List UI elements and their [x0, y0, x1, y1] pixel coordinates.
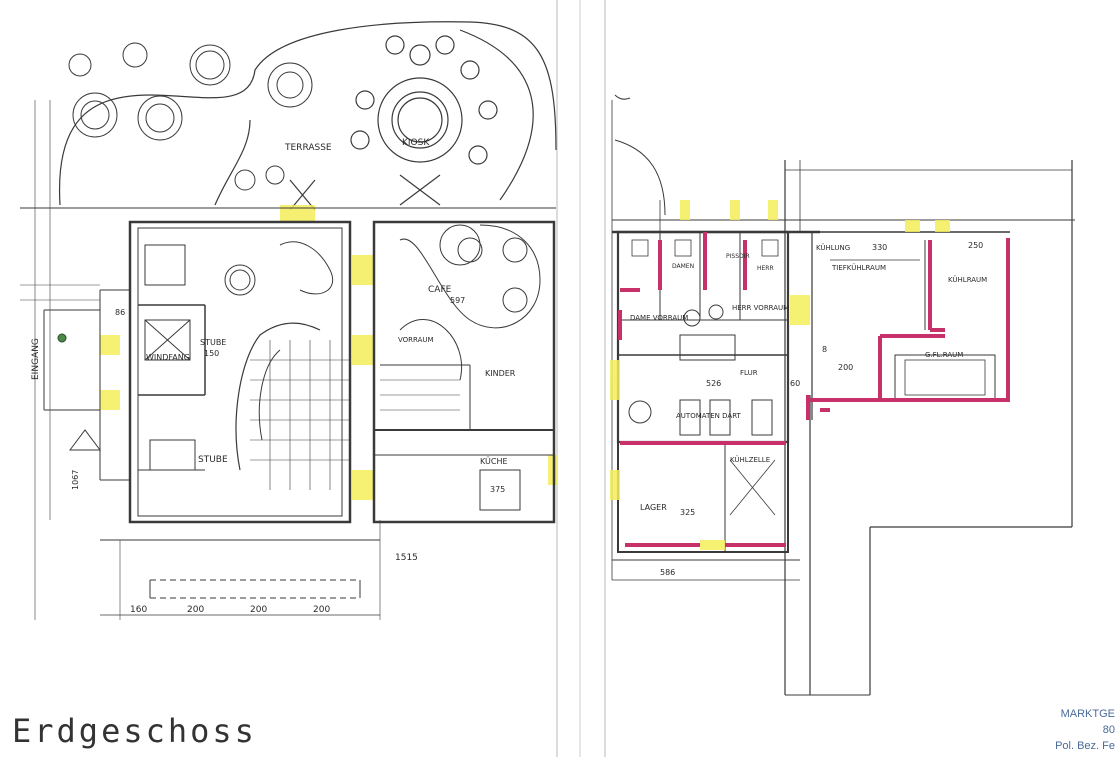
entrance-marker-icon [57, 333, 67, 343]
room-label-tiefkuehlraum: TIEFKÜHLRAUM [831, 263, 886, 272]
room-label-kuehlzelle: KÜHLZELLE [730, 455, 770, 464]
dim-325: 325 [680, 508, 695, 517]
stamp-line-3: Pol. Bez. Fe [1055, 740, 1115, 752]
yellow-highlights-left [100, 205, 558, 500]
dim-375: 375 [490, 485, 505, 494]
room-label-pissoir: PISSOIR [726, 253, 750, 260]
dim-150: 150 [204, 349, 219, 358]
room-label-lager: LAGER [640, 503, 667, 512]
room-label-kinder: KINDER [485, 369, 516, 378]
dim-86: 86 [115, 308, 125, 317]
red-walls [618, 232, 1010, 547]
dim-200c: 200 [313, 605, 330, 615]
room-label-gflraum: G.FL.RAUM [925, 351, 963, 359]
dim-330: 330 [872, 243, 887, 252]
room-label-dame-vorraum: DAME VORRAUM [630, 314, 688, 322]
room-label-damen: DAMEN [672, 263, 694, 270]
dim-8: 8 [822, 345, 827, 354]
room-label-kuehlraum: KÜHLRAUM [948, 275, 987, 284]
room-label-terrasse: TERRASSE [284, 143, 332, 153]
room-label-flur: FLUR [740, 369, 758, 377]
room-label-herr: HERR [757, 265, 774, 272]
dim-586: 586 [660, 568, 675, 577]
dim-526: 526 [706, 379, 721, 388]
room-label-windfang: WINDFANG [146, 353, 190, 362]
page-title: Erdgeschoss [12, 712, 257, 750]
room-label-automaten-dart: AUTOMATEN DART [676, 412, 742, 420]
dim-250: 250 [968, 241, 983, 250]
room-label-eingang: EINGANG [31, 338, 41, 380]
dim-200a: 200 [187, 605, 204, 615]
room-label-stube-top: STUBE [200, 338, 226, 347]
stamp-line-1: MARKTGE [1060, 708, 1115, 720]
room-label-kuehlung: KÜHLUNG [816, 243, 850, 252]
room-label-kiosk: KIOSK [402, 138, 430, 148]
stamp-text: MARKTGE 80 Pol. Bez. Fe [1035, 706, 1115, 754]
room-label-herr-vorraum: HERR VORRAUM [732, 304, 789, 312]
room-label-stube: STUBE [198, 455, 228, 465]
stamp-line-2: 80 [1102, 724, 1115, 736]
yellow-highlights-right [610, 200, 950, 550]
dim-200b: 200 [250, 605, 267, 615]
dim-1067: 1067 [71, 470, 80, 490]
garden-terrace [58, 21, 557, 211]
dim-597: 597 [450, 296, 465, 305]
dim-160: 160 [130, 605, 147, 615]
dim-200k: 200 [838, 363, 853, 372]
dim-1515: 1515 [395, 553, 418, 563]
room-label-cafe: CAFE [428, 285, 452, 295]
building-walls-left [20, 100, 556, 620]
dim-60: 60 [790, 379, 800, 388]
room-label-kueche: KÜCHE [480, 456, 508, 466]
room-label-vorraum: VORRAUM [398, 336, 434, 344]
